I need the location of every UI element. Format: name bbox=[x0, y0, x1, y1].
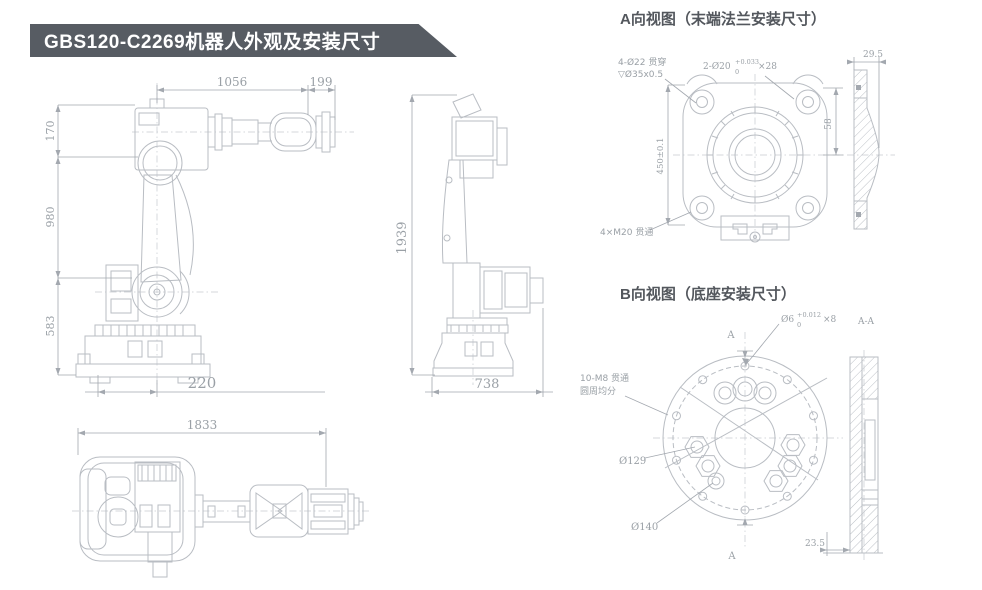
flange-dowel-tol-lower: 0 bbox=[735, 68, 739, 76]
flange-dowel-tol-upper: +0.033 bbox=[735, 58, 759, 66]
page-title: GBS120-C2269机器人外观及安装尺寸 bbox=[44, 32, 381, 53]
flange-view-title: A向视图（末端法兰安装尺寸） bbox=[620, 11, 826, 28]
flange-bolt-note: 4×M20 贯通 bbox=[600, 227, 653, 238]
base-bolt-note-line2: 圆周均分 bbox=[580, 385, 616, 397]
top-view-dimensions bbox=[77, 428, 327, 487]
side-view-centerlines bbox=[95, 83, 354, 385]
robot-side-view-drawing: 1056 199 170 980 583 220 bbox=[44, 75, 354, 397]
base-pin-count: ×8 bbox=[823, 315, 837, 325]
dim-1056: 1056 bbox=[217, 75, 248, 89]
flange-counterbore-note-line2: ▽Ø35x0.5 bbox=[618, 69, 663, 80]
robot-front-view-drawing: 1939 738 bbox=[395, 93, 553, 397]
datum-a-bottom: A bbox=[727, 551, 736, 562]
robot-top-silhouette bbox=[79, 456, 364, 578]
dim-29-5: 29.5 bbox=[863, 50, 883, 60]
dim-583: 583 bbox=[44, 316, 57, 337]
dim-199: 199 bbox=[310, 75, 333, 89]
datum-a-top: A bbox=[726, 330, 735, 341]
dim-1939: 1939 bbox=[395, 221, 410, 254]
dim-220: 220 bbox=[188, 374, 217, 392]
section-label-a-a: A-A bbox=[857, 317, 875, 327]
robot-front-silhouette bbox=[432, 93, 544, 377]
base-plate-outline bbox=[662, 355, 828, 521]
title-banner: GBS120-C2269机器人外观及安装尺寸 bbox=[30, 24, 457, 57]
flange-dimensions bbox=[649, 57, 886, 231]
robot-side-silhouette bbox=[75, 98, 336, 384]
dim-170: 170 bbox=[44, 121, 57, 142]
flange-dowel-note: 2-Ø20 bbox=[703, 61, 731, 72]
base-pin-tol-lower: 0 bbox=[797, 321, 801, 329]
base-bolt-note-line1: 10-M8 贯通 bbox=[580, 373, 629, 384]
base-view-title: B向视图（底座安装尺寸） bbox=[620, 286, 796, 303]
flange-counterbore-note-line1: 4-Ø22 贯穿 bbox=[618, 56, 666, 68]
side-view-dimensions bbox=[55, 85, 336, 397]
dim-23-5: 23.5 bbox=[805, 539, 825, 549]
base-section-outline bbox=[823, 356, 883, 554]
robot-top-view-drawing: 1833 bbox=[72, 418, 370, 578]
dim-circle-140: Ø140 bbox=[631, 522, 658, 533]
base-pin-note: Ø6 bbox=[781, 314, 794, 325]
dim-1833: 1833 bbox=[187, 418, 218, 432]
dim-738: 738 bbox=[475, 377, 500, 392]
dim-450: 450±0.1 bbox=[656, 138, 666, 175]
base-pin-tol-upper: +0.012 bbox=[797, 311, 821, 319]
flange-view-drawing: 4-Ø22 贯穿 ▽Ø35x0.5 2-Ø20 +0.033 0 ×28 29.… bbox=[600, 50, 895, 243]
dim-circle-129: Ø129 bbox=[619, 456, 646, 467]
flange-dowel-depth: ×28 bbox=[758, 62, 777, 72]
base-dimensions bbox=[624, 323, 850, 556]
base-centerlines bbox=[653, 332, 865, 560]
front-view-dimensions bbox=[409, 94, 553, 397]
base-view-drawing: A A Ø6 +0.012 0 ×8 A-A 10-M8 贯通 圆周均分 Ø12… bbox=[580, 311, 883, 562]
dim-58: 58 bbox=[824, 118, 834, 130]
dim-980: 980 bbox=[44, 207, 57, 228]
flange-front-outline bbox=[682, 74, 828, 243]
flange-section-outline bbox=[853, 69, 880, 230]
